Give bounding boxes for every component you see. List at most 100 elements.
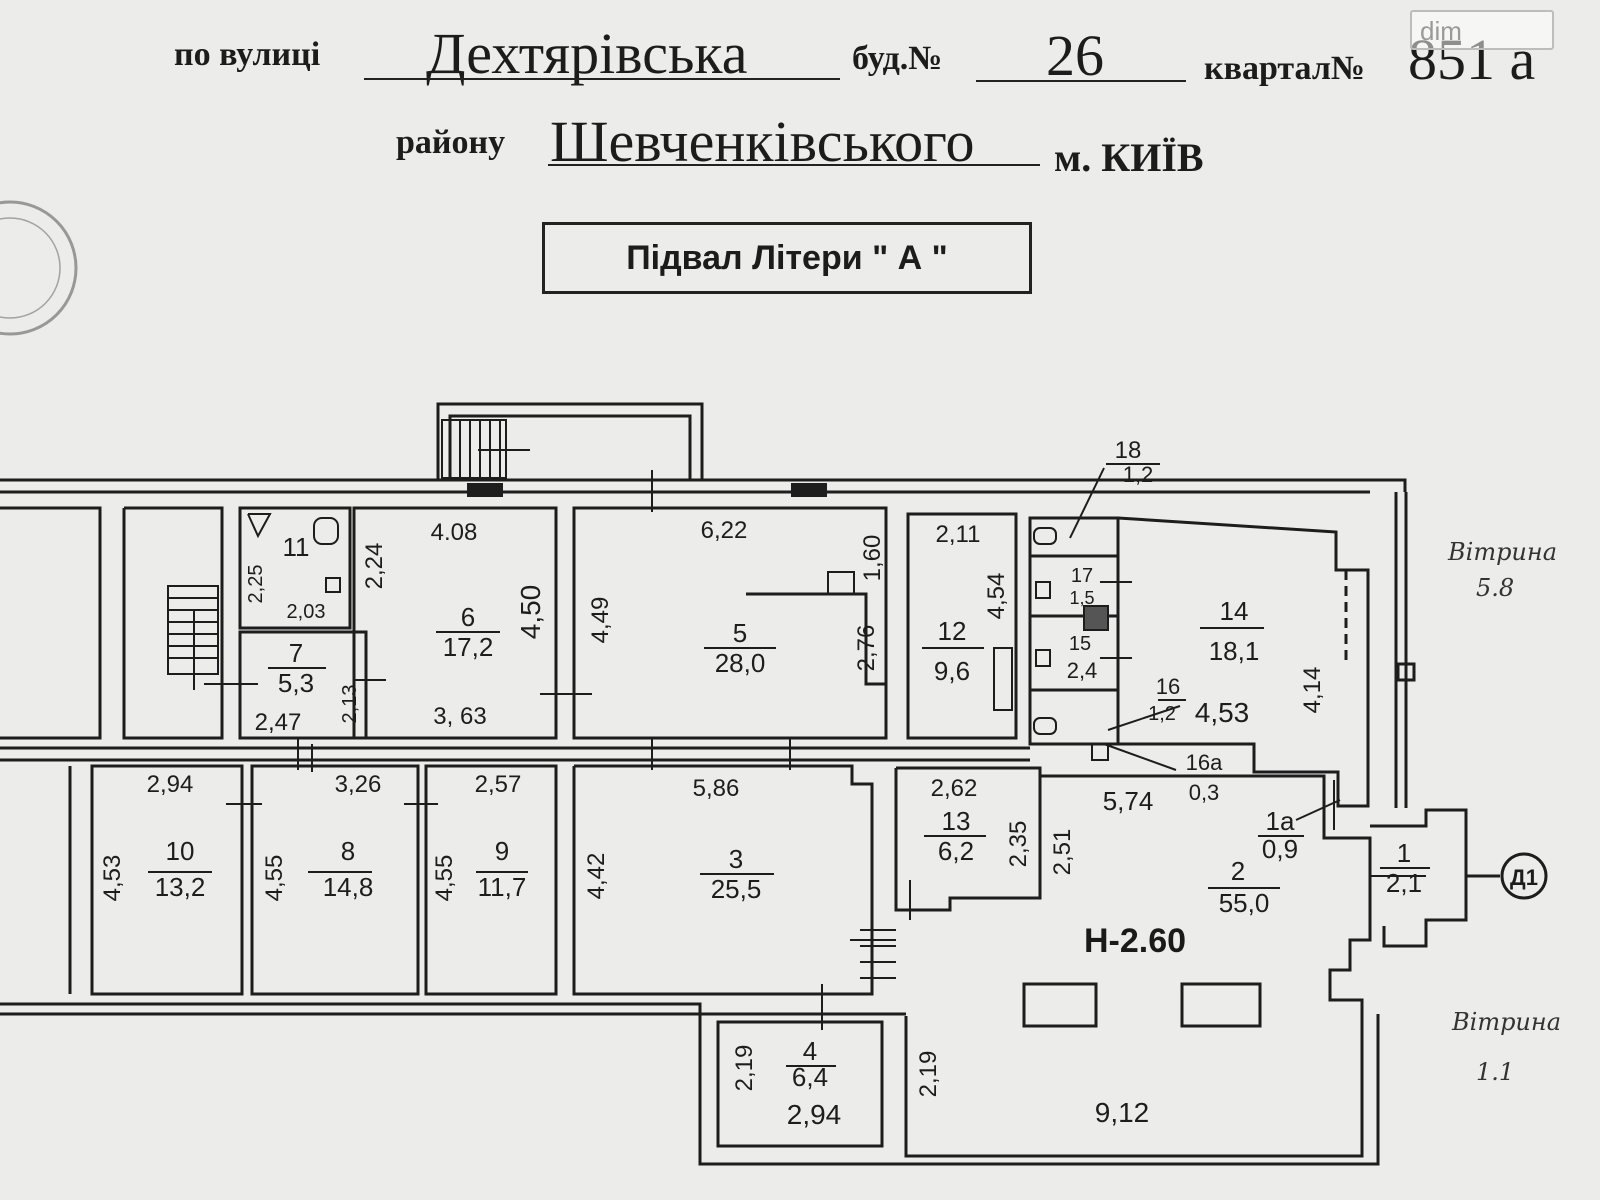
wall-room-2: [904, 774, 1372, 1158]
dim-6-22: 6,22: [701, 517, 748, 544]
wall-room-5: [572, 506, 888, 740]
dim-2-19-a: 2,19: [731, 1045, 758, 1092]
room-5-num: 5: [733, 618, 747, 648]
room-17-num: 17: [1071, 565, 1093, 587]
room-10-area: 13,2: [155, 872, 206, 902]
dim-4-54: 4,54: [983, 573, 1010, 620]
dim-5-86: 5,86: [693, 775, 740, 802]
building-value: 26: [1046, 23, 1104, 88]
room-14-num: 14: [1220, 596, 1249, 626]
shower-tray-icon: [1083, 605, 1109, 631]
toilet-icon-17: [1035, 581, 1051, 599]
block-label: квартал№: [1204, 50, 1366, 87]
dim-2-51: 2,51: [1049, 829, 1076, 876]
room-3-num: 3: [729, 844, 743, 874]
dim-4-08: 4.08: [431, 519, 478, 546]
toilet-icon-11: [313, 517, 339, 545]
dim-4-49: 4,49: [587, 597, 614, 644]
dimension-labels: 4.08 2,03 3, 63 2,47 6,22 2,11 4,53 2,94…: [99, 517, 1326, 1130]
stamp-seal-icon: [0, 200, 78, 336]
district-label: району: [396, 124, 506, 161]
room-1-area: 2,1: [1386, 868, 1422, 898]
shower-icon-11: [247, 513, 272, 539]
street-underline: [364, 78, 840, 80]
dim-2-62: 2,62: [931, 775, 978, 802]
room-17-area: 1,5: [1069, 588, 1094, 608]
district-underline: [548, 164, 1040, 166]
dim-4-42: 4,42: [583, 853, 610, 900]
wall-room-14: [1117, 516, 1370, 808]
dim-2-24: 2,24: [361, 543, 388, 590]
plan-title: Підвал Літери " А ": [542, 222, 1032, 294]
room-6-area: 17,2: [443, 632, 494, 662]
room-9-area: 11,7: [478, 872, 527, 902]
wall-room-4: [716, 1020, 884, 1148]
room-10-num: 10: [166, 836, 195, 866]
wall-room-9: [424, 764, 558, 996]
vitryna-marker: [1396, 662, 1416, 682]
wall-room-11: [238, 506, 352, 630]
dim-9-12: 9,12: [1095, 1097, 1150, 1128]
wall-left-room-b: [122, 506, 224, 740]
room-2-area: 55,0: [1219, 888, 1270, 918]
dim-2-11: 2,11: [936, 521, 981, 548]
dim-3-26: 3,26: [335, 771, 382, 798]
room-7-area: 5,3: [278, 668, 314, 698]
watermark-text: dim: [1420, 16, 1462, 46]
room-12-area: 9,6: [934, 656, 970, 686]
building-underline: [976, 80, 1186, 82]
room-16-num: 16: [1156, 674, 1180, 699]
stairs-icon: [441, 419, 530, 479]
door-top-2: [791, 483, 827, 497]
axis-mark-text: Д1: [1510, 865, 1538, 890]
room-9-num: 9: [495, 836, 509, 866]
door-top-1: [467, 483, 503, 497]
vitryna-top-label: Вітрина: [1447, 538, 1557, 566]
room-18-area: 1,2: [1123, 462, 1154, 487]
dim-2-03: 2,03: [287, 601, 326, 623]
dim-5-74: 5,74: [1103, 786, 1154, 816]
room-8-area: 14,8: [323, 872, 374, 902]
dim-3-63: 3, 63: [433, 703, 486, 730]
area-fraction-lines: [148, 463, 1430, 1067]
dim-4-53-r: 4,53: [1195, 697, 1250, 728]
room-16a-num: 16а: [1186, 750, 1223, 775]
dim-4-50: 4,50: [515, 585, 546, 640]
dim-4-55-a: 4,55: [261, 855, 288, 902]
dim-4-53-l: 4,53: [99, 855, 126, 902]
room-13-num: 13: [942, 806, 971, 836]
dim-2-25: 2,25: [245, 565, 267, 604]
room-18-num: 18: [1115, 437, 1142, 464]
dim-4-14: 4,14: [1299, 667, 1326, 714]
room-1-num: 1: [1397, 838, 1411, 868]
room-1a-area: 0,9: [1262, 834, 1298, 864]
sink-icon-11: [325, 577, 341, 593]
dim-2-19-b: 2,19: [915, 1051, 942, 1098]
toilet-icon-15: [1035, 649, 1051, 667]
wall-room-3: [572, 764, 874, 996]
room-15-area: 2,4: [1067, 658, 1098, 683]
dim-1-60: 1,60: [859, 535, 886, 582]
room-7-num: 7: [289, 638, 303, 668]
dim-2-35: 2,35: [1005, 821, 1032, 868]
city-label: м. КИЇВ: [1054, 135, 1204, 180]
room-13-area: 6,2: [938, 836, 974, 866]
wall-left-room-a: [0, 506, 102, 740]
furniture-box-2: [1180, 982, 1262, 1028]
wall-stair-housing-inner: [448, 414, 692, 480]
street-value: Дехтярівська: [426, 21, 748, 86]
room-3-area: 25,5: [711, 874, 762, 904]
dim-2-57: 2,57: [475, 771, 522, 798]
room-6-num: 6: [461, 602, 475, 632]
room-8-num: 8: [341, 836, 355, 866]
wall-room-12: [906, 512, 1018, 740]
room-12-num: 12: [938, 616, 967, 646]
vitryna-bottom-label: Вітрина: [1451, 1008, 1561, 1036]
dim-2-47: 2,47: [255, 709, 302, 736]
dim-4-55-b: 4,55: [431, 855, 458, 902]
wall-room-8: [250, 764, 420, 996]
kitchen-unit-icon-12: [993, 647, 1013, 711]
stairs-left-icon: [167, 585, 219, 690]
wall-outer-top: [0, 478, 1407, 492]
